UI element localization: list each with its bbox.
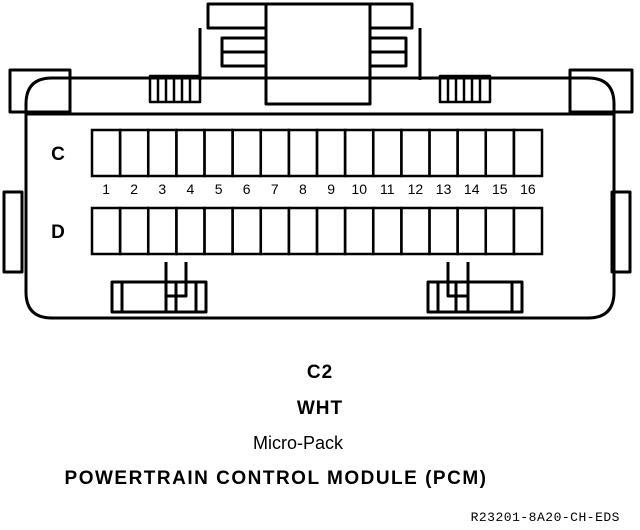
row-label-c: C xyxy=(51,144,65,165)
pin-number-label: 10 xyxy=(351,181,367,197)
cavity-c-16 xyxy=(512,128,544,178)
pin-number-label: 8 xyxy=(299,181,307,197)
cavity-d-12 xyxy=(400,206,431,256)
cavity-c-3 xyxy=(147,128,178,178)
cavity-d-4 xyxy=(175,206,206,256)
pin-number-label: 12 xyxy=(408,181,424,197)
cavity-c-9 xyxy=(315,128,347,178)
cavity-c-10 xyxy=(343,128,375,178)
cavity-c-14 xyxy=(456,128,487,178)
pin-number-label: 13 xyxy=(436,181,452,197)
cavity-c-7 xyxy=(259,128,291,178)
row-label-d: D xyxy=(51,222,65,243)
pin-number-label: 7 xyxy=(271,181,279,197)
cavity-d-3 xyxy=(147,206,178,256)
cavity-d-2 xyxy=(118,206,150,256)
pin-number-label: 15 xyxy=(492,181,508,197)
pin-number-label: 14 xyxy=(464,181,480,197)
cavity-d-8 xyxy=(287,206,319,256)
cavity-c-15 xyxy=(484,128,516,178)
connector-id-label: C2 xyxy=(306,362,334,383)
cavity-c-13 xyxy=(428,128,459,178)
cavity-c-5 xyxy=(203,128,234,178)
pin-number-label: 1 xyxy=(102,181,110,197)
cavity-c-4 xyxy=(175,128,206,178)
rib-hatching xyxy=(148,74,492,104)
pin-number-label: 4 xyxy=(187,181,195,197)
cavity-rows xyxy=(90,128,544,256)
cavity-d-7 xyxy=(259,206,291,256)
cavity-c-11 xyxy=(372,128,403,178)
pin-number-label: 9 xyxy=(327,181,335,197)
cavity-d-16 xyxy=(512,206,544,256)
cavity-c-2 xyxy=(118,128,150,178)
cavity-d-5 xyxy=(203,206,234,256)
module-title: POWERTRAIN CONTROL MODULE (PCM) xyxy=(64,468,488,489)
pin-number-label: 6 xyxy=(243,181,251,197)
cavity-d-6 xyxy=(231,206,262,256)
cavity-c-1 xyxy=(90,128,122,178)
bottom-tabs xyxy=(110,262,524,314)
pin-number-label: 11 xyxy=(380,181,395,197)
top-latch xyxy=(198,2,422,106)
pin-number-label: 5 xyxy=(215,181,223,197)
cavity-c-12 xyxy=(400,128,431,178)
cavity-d-1 xyxy=(90,206,122,256)
cavity-d-9 xyxy=(315,206,347,256)
cavity-c-8 xyxy=(287,128,319,178)
side-wings xyxy=(2,68,634,274)
connector-type-label: Micro-Pack xyxy=(252,433,343,453)
cavity-c-6 xyxy=(231,128,262,178)
cavity-d-11 xyxy=(372,206,403,256)
reference-code: R23201-8A20-CH-EDS xyxy=(470,510,620,525)
pin-number-label: 16 xyxy=(520,181,536,197)
pin-number-label: 2 xyxy=(130,181,138,197)
connector-body xyxy=(24,76,616,320)
pin-number-label: 3 xyxy=(158,181,166,197)
cavity-d-14 xyxy=(456,206,487,256)
cavity-d-13 xyxy=(428,206,459,256)
connector-color-label: WHT xyxy=(296,398,344,419)
cavity-d-10 xyxy=(343,206,375,256)
cavity-d-15 xyxy=(484,206,516,256)
